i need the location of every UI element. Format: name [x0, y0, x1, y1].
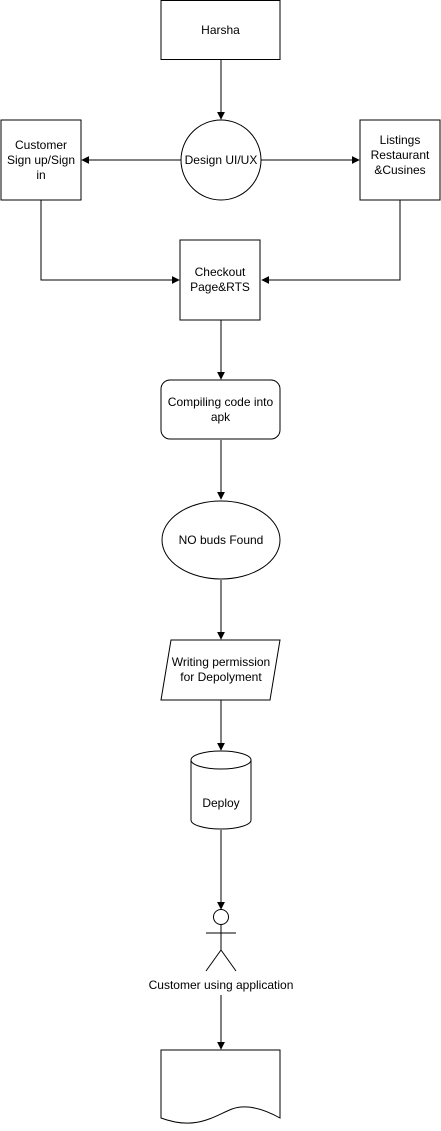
arrow-customer-to-checkout — [40, 200, 180, 284]
nobugs-ellipse — [161, 500, 281, 580]
arrow-listings-to-checkout — [261, 200, 401, 284]
writing-parallelogram — [160, 639, 281, 701]
customer-signup-box — [0, 119, 82, 201]
harsha-box — [160, 0, 281, 60]
listings-box — [359, 119, 441, 201]
deploy-cylinder-rim — [190, 759, 252, 770]
customer-actor-icon — [205, 909, 237, 972]
deploy-cylinder — [190, 750, 252, 830]
document-shape — [160, 1049, 281, 1124]
checkout-box — [179, 239, 261, 321]
design-circle — [180, 119, 262, 201]
compiling-box — [160, 379, 281, 440]
